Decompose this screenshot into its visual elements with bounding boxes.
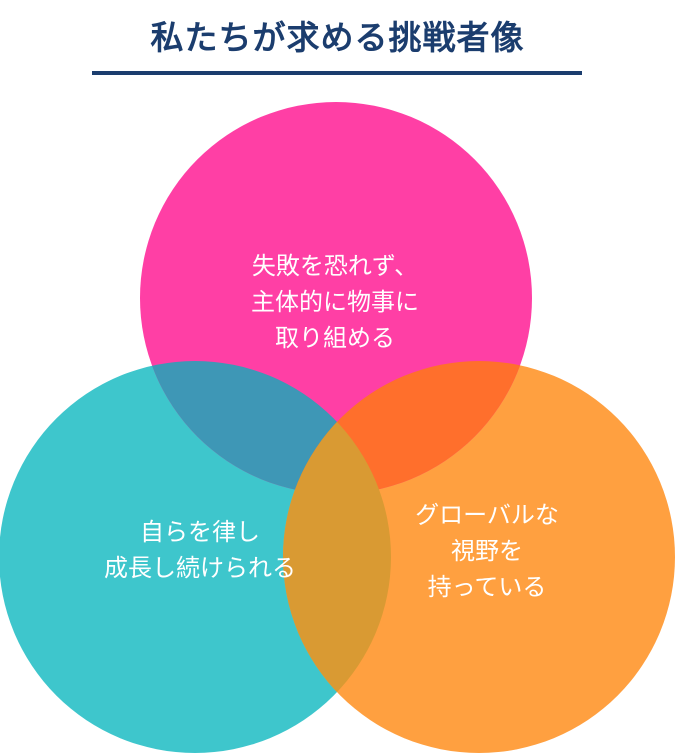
circle-right-line-1: グローバルな [415, 501, 559, 529]
circle-right-line-3: 持っている [427, 573, 547, 601]
circle-left-label: 自らを律し 成長し続けられる [40, 514, 360, 586]
circle-right-label: グローバルな 視野を 持っている [352, 497, 622, 605]
circle-top-label: 失敗を恐れず、 主体的に物事に 取り組める [190, 248, 480, 356]
page-title: 私たちが求める挑戦者像 [150, 18, 525, 57]
venn-overlap-top-left [140, 361, 391, 494]
circle-left-line-2: 成長し続けられる [104, 554, 296, 582]
circle-left-line-1: 自らを律し [140, 518, 260, 546]
circle-top-line-3: 取り組める [275, 324, 395, 352]
circle-top-line-2: 主体的に物事に [251, 288, 419, 316]
circle-top-line-1: 失敗を恐れず、 [251, 252, 419, 280]
venn-overlap-top-right [283, 361, 532, 494]
circle-right-line-2: 視野を [451, 537, 523, 565]
title-underline [92, 71, 582, 75]
